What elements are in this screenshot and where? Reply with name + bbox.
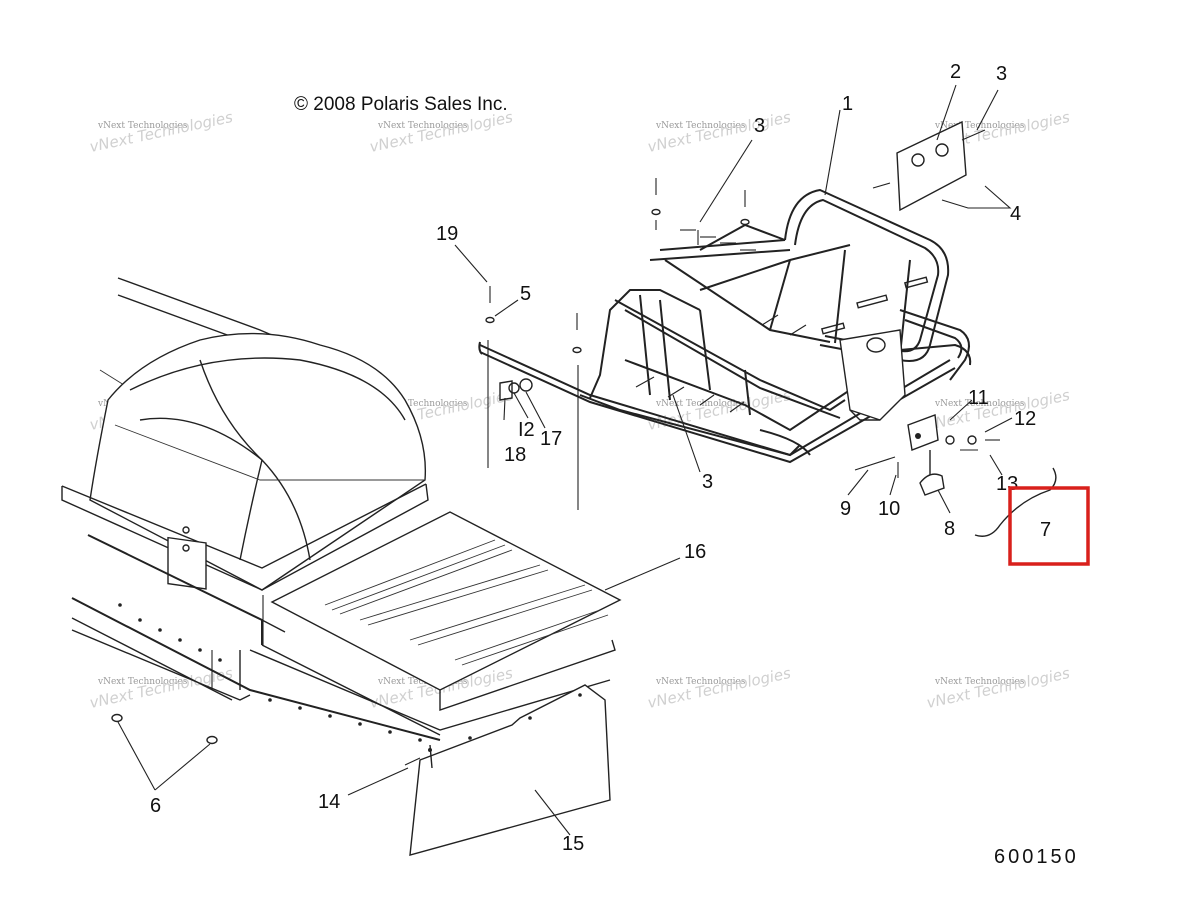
copyright-text: © 2008 Polaris Sales Inc.	[294, 94, 508, 115]
license-plate-bracket	[872, 120, 986, 212]
svg-text:vNext Technologies: vNext Technologies	[925, 386, 1072, 434]
rear-deck-panel	[270, 511, 622, 711]
callout-9[interactable]: 9	[840, 498, 851, 520]
callout-8[interactable]: 8	[944, 518, 955, 540]
leader-7	[974, 467, 1057, 537]
svg-text:vNext Technologies: vNext Technologies	[655, 677, 746, 687]
callout-4[interactable]: 4	[1010, 203, 1021, 225]
svg-text:vNext Technologies: vNext Technologies	[97, 677, 188, 687]
callout-6[interactable]: 6	[150, 795, 161, 817]
tail-light	[167, 536, 207, 590]
callout-3-bottom[interactable]: 3	[702, 471, 713, 493]
svg-text:vNext Technologies: vNext Technologies	[97, 121, 188, 131]
callout-1[interactable]: 1	[842, 93, 853, 115]
svg-text:vNext Technologies: vNext Technologies	[646, 664, 793, 712]
callout-11[interactable]: 11	[968, 387, 989, 409]
tunnel-rivets	[118, 603, 422, 742]
svg-text:vNext Technologies: vNext Technologies	[655, 399, 746, 409]
callout-15[interactable]: 15	[562, 833, 584, 855]
svg-text:vNext Technologies: vNext Technologies	[377, 121, 468, 131]
callout-19[interactable]: 19	[436, 223, 458, 245]
callout-3-right[interactable]: 3	[996, 63, 1007, 85]
callout-12-left[interactable]: I2	[518, 419, 535, 441]
svg-text:vNext Technologies: vNext Technologies	[934, 399, 1025, 409]
svg-text:vNext Technologies: vNext Technologies	[934, 677, 1025, 687]
diagram-id: 600150	[994, 846, 1079, 868]
snowmobile-tunnel	[61, 277, 611, 742]
leader-lines	[117, 84, 1013, 836]
seat	[89, 332, 427, 591]
svg-text:vNext Technologies: vNext Technologies	[88, 108, 235, 156]
svg-text:vNext Technologies: vNext Technologies	[646, 108, 793, 156]
callout-16[interactable]: 16	[684, 541, 706, 563]
callout-10[interactable]: 10	[878, 498, 900, 520]
callout-labels: 1 2 3 3 3 4 5 6 7 8 9 10 11 12 I2 13 14 …	[150, 61, 1051, 855]
callout-13[interactable]: 13	[996, 473, 1018, 495]
svg-text:vNext Technologies: vNext Technologies	[377, 677, 468, 687]
svg-text:vNext Technologies: vNext Technologies	[925, 664, 1072, 712]
callout-12-right[interactable]: 12	[1014, 408, 1036, 430]
callout-2[interactable]: 2	[950, 61, 961, 83]
svg-text:vNext Technologies: vNext Technologies	[655, 121, 746, 131]
callout-14[interactable]: 14	[318, 791, 340, 813]
callout-7[interactable]: 7	[1040, 519, 1051, 541]
rear-rack	[479, 188, 972, 464]
fasteners	[111, 178, 750, 766]
callout-18[interactable]: 18	[504, 444, 526, 466]
callout-5[interactable]: 5	[520, 283, 531, 305]
svg-text:vNext Technologies: vNext Technologies	[368, 108, 515, 156]
callout-17[interactable]: 17	[540, 428, 562, 450]
hitch-assembly	[854, 414, 1000, 496]
svg-text:vNext Technologies: vNext Technologies	[377, 399, 468, 409]
highlight-box	[1008, 486, 1090, 566]
callout-3-top[interactable]: 3	[754, 115, 765, 137]
svg-text:vNext Technologies: vNext Technologies	[646, 386, 793, 434]
snow-flap	[409, 684, 611, 856]
